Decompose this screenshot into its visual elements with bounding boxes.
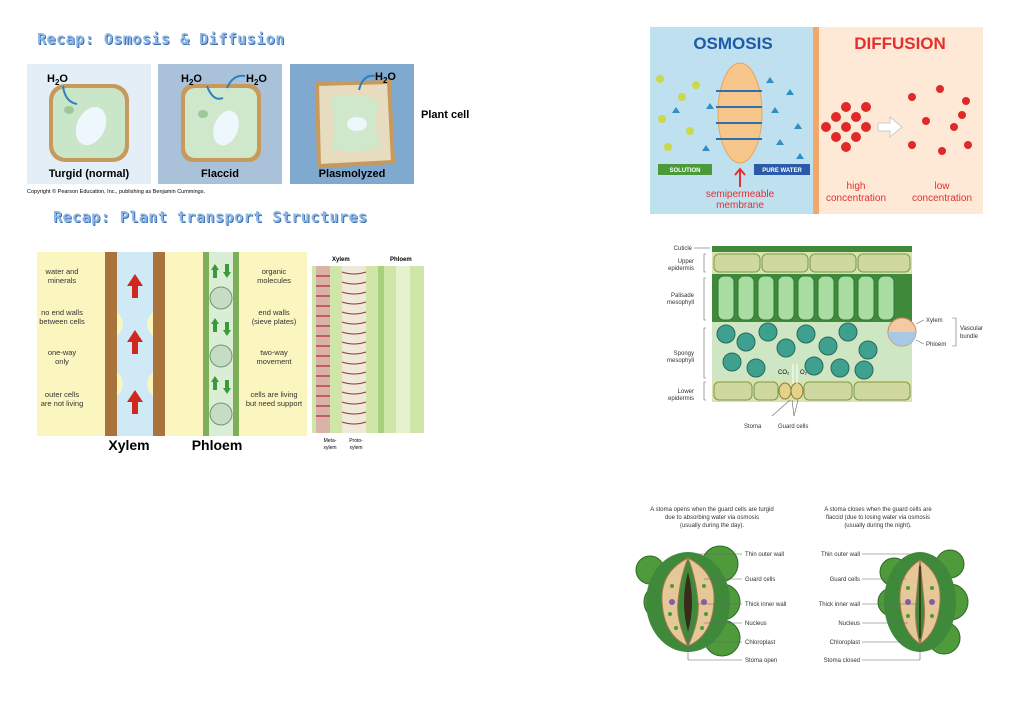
membrane-label-2: membrane bbox=[716, 200, 764, 211]
xylem-note-8: are not living bbox=[41, 399, 84, 408]
open-caption-1: A stoma opens when the guard cells are t… bbox=[650, 507, 773, 513]
title-plant-transport: Recap: Plant transport Structures bbox=[53, 208, 368, 226]
xylem-note-6: only bbox=[55, 357, 69, 366]
phloem-note-6: movement bbox=[256, 357, 292, 366]
vascular-label-1: Vascular bbox=[960, 326, 983, 332]
phloem-note-1: organic bbox=[262, 267, 287, 276]
h2o-label-2: H2O bbox=[181, 73, 202, 87]
open-label-guard-cells: Guard cells bbox=[745, 577, 775, 583]
h2o-label-3: H2O bbox=[246, 73, 267, 87]
spongy-label-1: Spongy bbox=[674, 351, 694, 357]
upper-epidermis-label-1: Upper bbox=[678, 259, 694, 265]
open-caption-3: (usually during the day). bbox=[680, 523, 744, 529]
phloem-note-5: two-way bbox=[260, 348, 288, 357]
phloem-note-7: cells are living bbox=[250, 390, 297, 399]
title-osmosis-diffusion: Recap: Osmosis & Diffusion bbox=[37, 30, 285, 48]
xylem-note-5: one-way bbox=[48, 348, 77, 357]
closed-caption-1: A stoma closes when the guard cells are bbox=[824, 507, 932, 513]
phloem-note-4: (sieve plates) bbox=[252, 317, 297, 326]
turgid-label: Turgid (normal) bbox=[49, 168, 130, 180]
meta-label-1: Meta- bbox=[324, 438, 337, 444]
pure-water-tag: PURE WATER bbox=[762, 168, 802, 174]
closed-label-guard-cells: Guard cells bbox=[830, 577, 860, 583]
stoma-label: Stoma bbox=[744, 424, 762, 430]
cuticle-label: Cuticle bbox=[674, 246, 693, 252]
phloem-note-8: but need support bbox=[246, 399, 303, 408]
vascular-label-2: bundle bbox=[960, 334, 979, 340]
h2o-label-1: H2O bbox=[47, 73, 68, 87]
copyright-text: Copyright © Pearson Education, Inc., pub… bbox=[27, 188, 205, 195]
xylem-note-2: minerals bbox=[48, 276, 77, 285]
palisade-label-1: Palisade bbox=[671, 293, 695, 299]
micro-xylem-label: Xylem bbox=[332, 257, 350, 263]
stoma-open-label: Stoma open bbox=[745, 658, 777, 664]
solution-tag: SOLUTION bbox=[670, 168, 701, 174]
xylem-note-1: water and bbox=[45, 267, 79, 276]
xylem-note-7: outer cells bbox=[45, 390, 79, 399]
osmosis-heading: OSMOSIS bbox=[693, 34, 772, 53]
xylem-caption: Xylem bbox=[108, 437, 149, 453]
closed-label-chloroplast: Chloroplast bbox=[830, 640, 861, 646]
closed-label-nucleus: Nucleus bbox=[838, 621, 860, 627]
stoma-figure: A stoma opens when the guard cells are t… bbox=[635, 507, 969, 664]
proto-label-2: xylem bbox=[349, 445, 362, 451]
stoma-closed-label: Stoma closed bbox=[824, 658, 860, 664]
osmosis-diffusion-figure: OSMOSIS DIFFUSION SOLUTION PURE WATER se… bbox=[650, 27, 983, 214]
open-label-nucleus: Nucleus bbox=[745, 621, 767, 627]
h2o-label-4: H2O bbox=[375, 71, 396, 85]
closed-label-thick-inner-wall: Thick inner wall bbox=[819, 602, 860, 608]
xylem-phloem-micrograph: Xylem Phloem Meta- xylem Proto- xylem bbox=[312, 257, 424, 451]
low-label-1: low bbox=[934, 181, 950, 192]
membrane-label-1: semipermeable bbox=[706, 189, 775, 200]
open-label-chloroplast: Chloroplast bbox=[745, 640, 776, 646]
phloem-note-2: molecules bbox=[257, 276, 291, 285]
phloem-note-3: end walls bbox=[258, 308, 290, 317]
spongy-label-2: mesophyll bbox=[667, 358, 694, 364]
flaccid-label: Flaccid bbox=[201, 168, 239, 180]
phloem-caption: Phloem bbox=[192, 437, 243, 453]
micro-phloem-label: Phloem bbox=[390, 257, 412, 263]
low-label-2: concentration bbox=[912, 193, 972, 204]
plasmolyzed-label: Plasmolyzed bbox=[319, 168, 386, 180]
xylem-note-3: no end walls bbox=[41, 308, 83, 317]
closed-label-thin-outer-wall: Thin outer wall bbox=[821, 552, 860, 558]
plant-cell-figure: H2O H2O H2O H2O Turgid (normal) Flaccid … bbox=[27, 64, 469, 195]
closed-caption-3: (usually during the night). bbox=[844, 523, 912, 529]
leaf-xylem-label: Xylem bbox=[926, 318, 943, 324]
open-label-thin-outer-wall: Thin outer wall bbox=[745, 552, 784, 558]
diffusion-heading: DIFFUSION bbox=[854, 34, 946, 53]
meta-label-2: xylem bbox=[323, 445, 336, 451]
o2-label: O₂ bbox=[800, 370, 808, 376]
lower-epidermis-label-2: epidermis bbox=[668, 396, 694, 402]
high-label-2: concentration bbox=[826, 193, 886, 204]
xylem-phloem-diagram: water and minerals no end walls between … bbox=[37, 252, 307, 453]
xylem-note-4: between cells bbox=[39, 317, 85, 326]
guard-cells-label: Guard cells bbox=[778, 424, 808, 430]
lower-epidermis-label-1: Lower bbox=[678, 389, 694, 395]
open-caption-2: due to absorbing water via osmosis bbox=[665, 515, 759, 521]
palisade-label-2: mesophyll bbox=[667, 300, 694, 306]
leaf-phloem-label: Phloem bbox=[926, 342, 946, 348]
closed-caption-2: flaccid (due to losing water via osmosis bbox=[826, 515, 930, 521]
leaf-cross-section: CO₂ O₂ Cuticle Upper epidermis Palisade … bbox=[667, 246, 983, 430]
upper-epidermis-label-2: epidermis bbox=[668, 266, 694, 272]
high-label-1: high bbox=[847, 181, 866, 192]
plant-cell-label: Plant cell bbox=[421, 109, 469, 121]
co2-label: CO₂ bbox=[778, 370, 790, 376]
proto-label-1: Proto- bbox=[349, 438, 363, 444]
open-label-thick-inner-wall: Thick inner wall bbox=[745, 602, 786, 608]
